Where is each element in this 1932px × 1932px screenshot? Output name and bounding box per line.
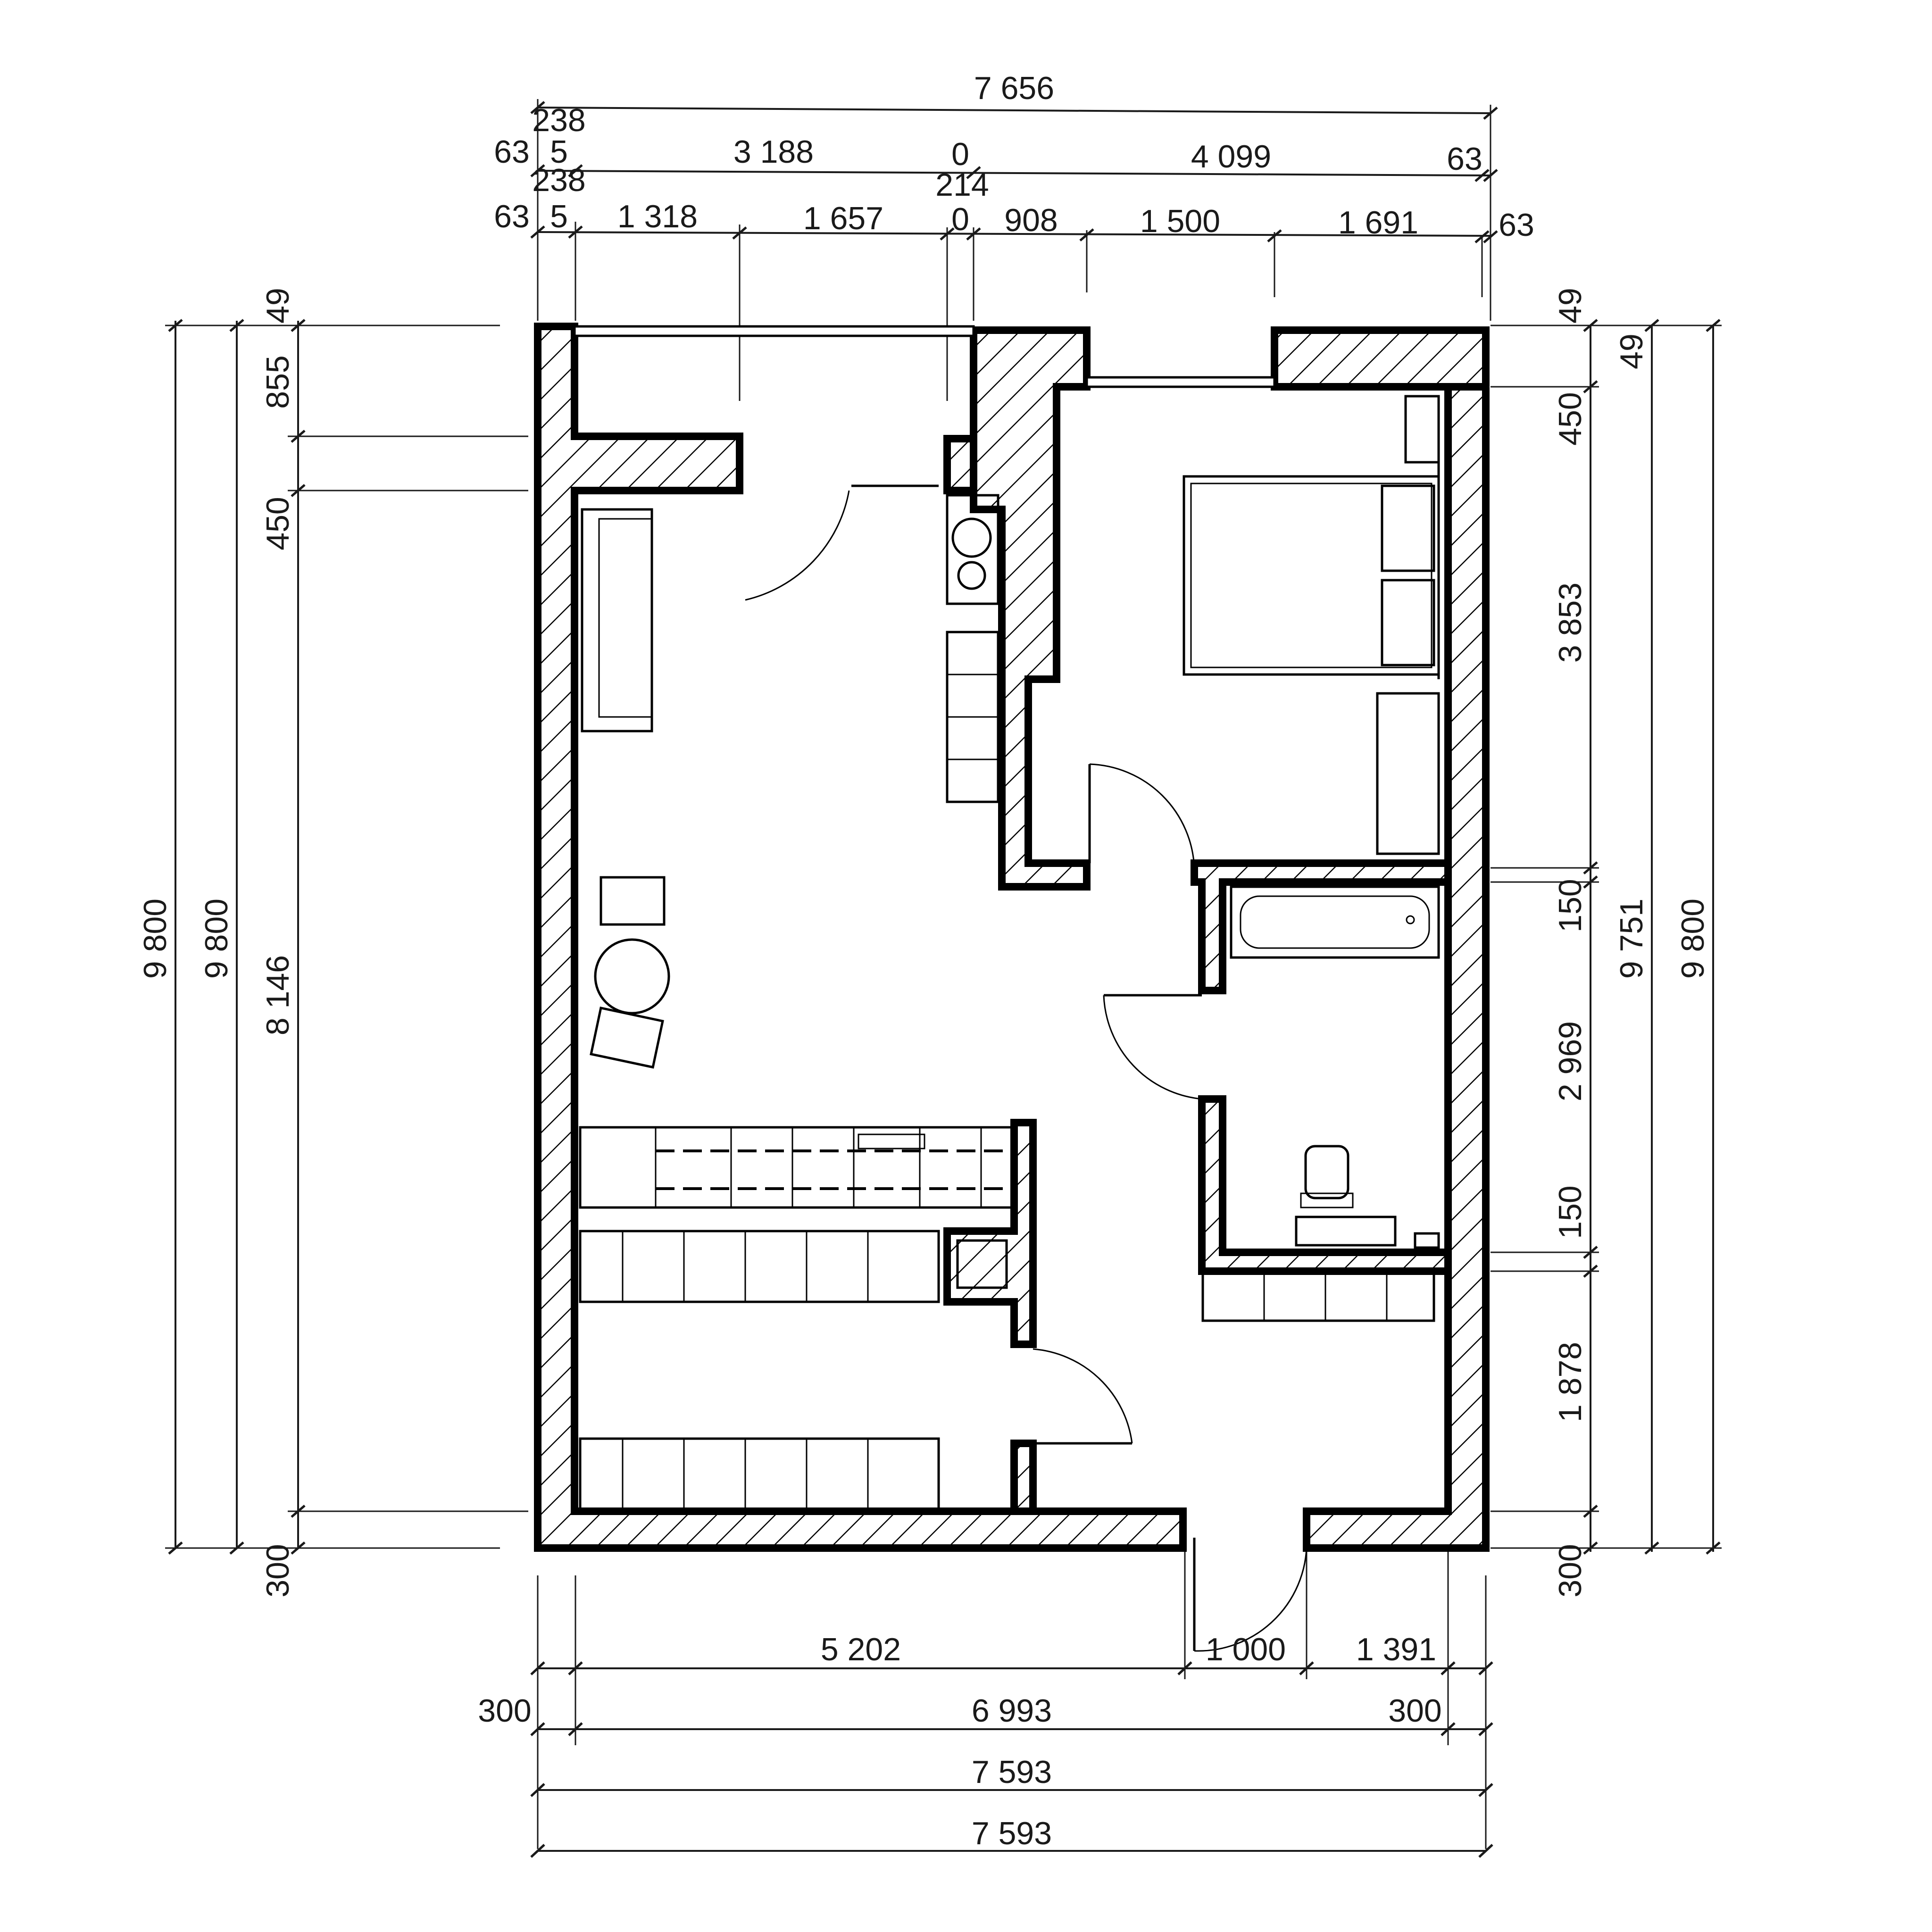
- dim-bottom-r1-s2: 1 000: [1206, 1632, 1286, 1667]
- dim-right-s5: 150: [1552, 1185, 1588, 1239]
- dim-top-r2-s2: 1 657: [803, 200, 883, 236]
- dim-top-r2-mid-b: 0: [951, 201, 969, 237]
- furniture: [579, 395, 1440, 1511]
- dim-top-r2-left-c: 63: [494, 199, 530, 234]
- dim-right-outer-top: 49: [1614, 333, 1649, 369]
- dim-left-outer-b: 9 800: [199, 899, 234, 979]
- dim-top-r2-s3: 908: [1004, 202, 1058, 238]
- dim-top-r2-mid-a: 214: [935, 167, 989, 203]
- dim-bottom-r1-s3: 1 391: [1356, 1632, 1436, 1667]
- dim-left-s1: 855: [260, 355, 296, 408]
- dim-top-r1-right: 63: [1447, 141, 1482, 177]
- dim-right-s4: 2 969: [1552, 1021, 1588, 1101]
- dim-top-r1-left-c: 63: [494, 134, 530, 170]
- dim-right-s1: 450: [1552, 392, 1588, 445]
- dim-right-outer-a: 9 800: [1675, 899, 1711, 979]
- dim-bottom-r1-s1: 5 202: [821, 1632, 901, 1667]
- dim-right-top: 49: [1552, 288, 1588, 324]
- dim-top-r1-left-b: 5: [550, 134, 568, 170]
- dim-left-s3: 8 146: [260, 955, 296, 1035]
- dim-top-r1-mid: 0: [951, 136, 969, 172]
- dimension-lines: [165, 99, 1722, 1858]
- dim-top-r2-left-a: 238: [532, 162, 585, 198]
- dimension-labels: 7 656 238 63 5 3 188 0 4 099 63 238 63 5…: [137, 70, 1711, 1851]
- dim-top-r2-s5: 1 691: [1338, 205, 1418, 241]
- walls: [534, 323, 1490, 1552]
- dim-left-outer-a: 9 800: [137, 899, 173, 979]
- dim-right-s3: 150: [1552, 879, 1588, 932]
- dim-top-r1-span-b: 4 099: [1191, 139, 1271, 175]
- dim-left-top: 49: [260, 288, 296, 324]
- dim-top-r1-left-a: 238: [532, 102, 585, 138]
- dim-left-s2: 450: [260, 497, 296, 550]
- dim-bottom-r2-left: 300: [478, 1693, 531, 1729]
- dim-top-r2-s4: 1 500: [1140, 203, 1220, 239]
- dim-top-r1-span-a: 3 188: [733, 134, 814, 170]
- dim-right-outer-b: 9 751: [1614, 899, 1649, 979]
- dim-bottom-r3: 7 593: [972, 1754, 1052, 1790]
- doors: [745, 484, 1307, 1652]
- dim-left-bottom: 300: [260, 1544, 296, 1597]
- dim-right-s6: 1 878: [1552, 1342, 1588, 1422]
- dim-right-bottom: 300: [1552, 1544, 1588, 1597]
- dim-top-r2-right: 63: [1499, 207, 1534, 243]
- dim-right-s2: 3 853: [1552, 583, 1588, 663]
- dim-bottom-r2-right: 300: [1388, 1693, 1441, 1729]
- dim-bottom-r2-mid: 6 993: [972, 1693, 1052, 1729]
- dim-top-r2-s1: 1 318: [617, 199, 698, 234]
- dim-bottom-r4: 7 593: [972, 1815, 1052, 1851]
- dim-top-overall: 7 656: [974, 70, 1054, 106]
- dim-top-r2-left-b: 5: [550, 199, 568, 234]
